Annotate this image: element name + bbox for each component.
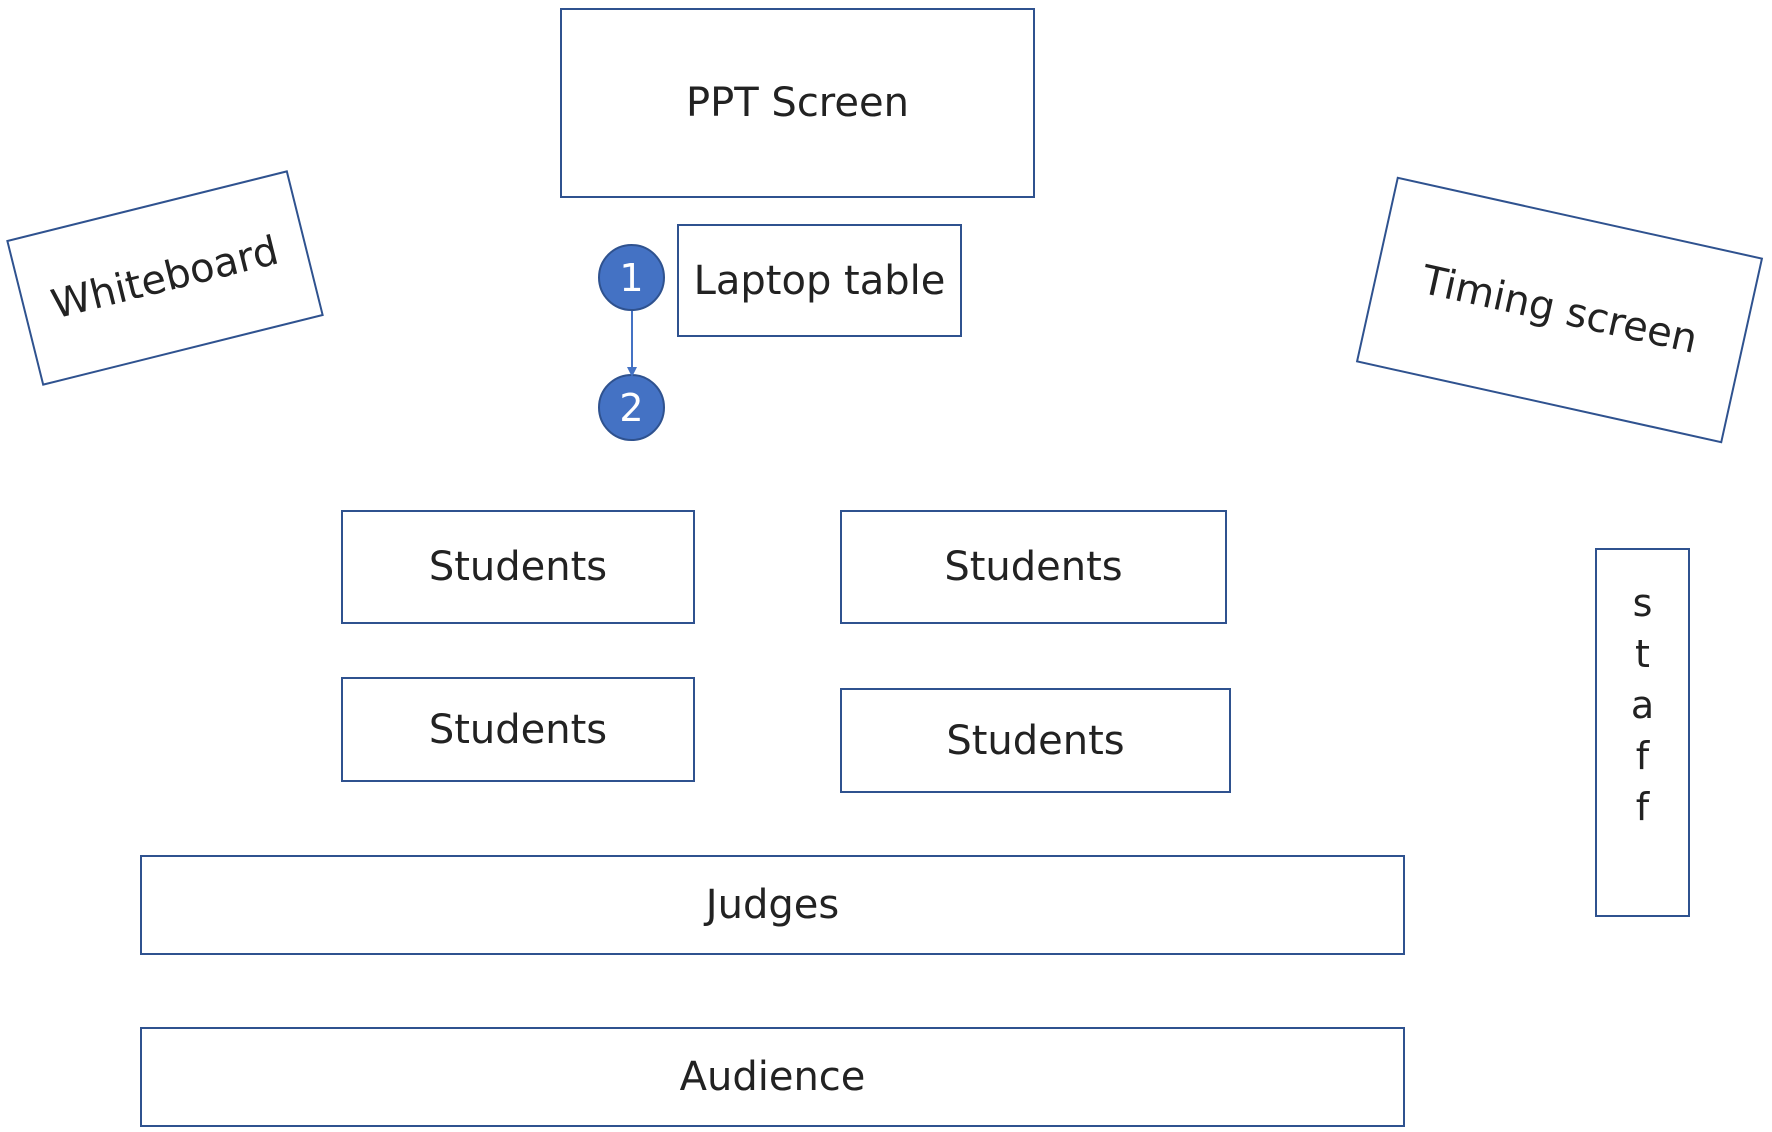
students-label-2: Students: [944, 544, 1123, 590]
judges-box: Judges: [140, 855, 1405, 955]
students-box-1: Students: [341, 510, 695, 624]
audience-box: Audience: [140, 1027, 1405, 1127]
marker-2-label: 2: [619, 385, 644, 430]
staff-box: s t a f f: [1595, 548, 1690, 917]
students-box-3: Students: [341, 677, 695, 782]
students-box-2: Students: [840, 510, 1227, 624]
students-box-4: Students: [840, 688, 1231, 793]
staff-letter-3: a: [1630, 683, 1655, 727]
students-label-4: Students: [946, 717, 1125, 764]
students-label-1: Students: [428, 544, 608, 590]
staff-letter-4: f: [1635, 734, 1650, 778]
ppt-screen-box: PPT Screen: [560, 8, 1035, 198]
students-label-3: Students: [428, 706, 608, 753]
ppt-screen-label: PPT Screen: [686, 80, 909, 126]
laptop-table-box: Laptop table: [677, 224, 962, 337]
staff-letter-5: f: [1635, 785, 1650, 829]
staff-letter-1: s: [1632, 581, 1653, 625]
marker-2: 2: [598, 374, 665, 441]
laptop-table-label: Laptop table: [693, 257, 946, 304]
judges-label: Judges: [705, 882, 840, 928]
audience-label: Audience: [679, 1054, 866, 1100]
marker-1-label: 1: [619, 255, 644, 300]
staff-letter-2: t: [1635, 632, 1650, 676]
marker-1: 1: [598, 244, 665, 311]
